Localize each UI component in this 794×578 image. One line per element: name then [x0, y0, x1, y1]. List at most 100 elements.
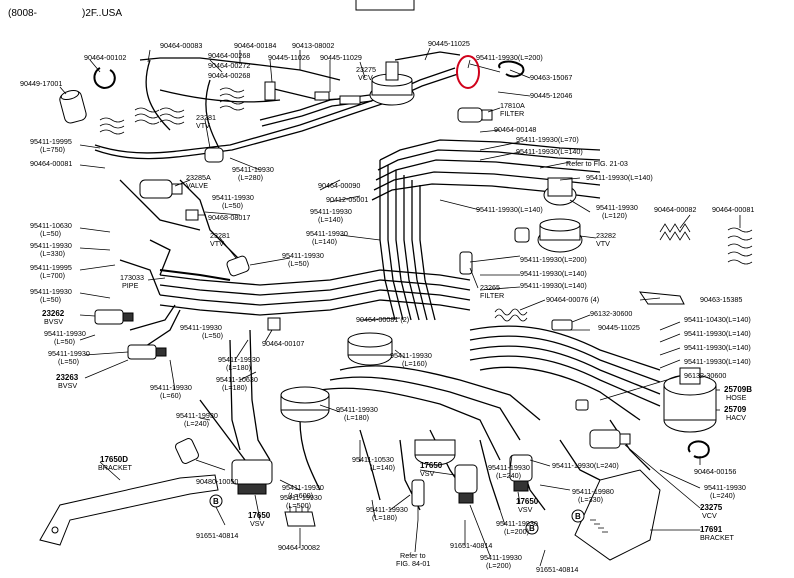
ref-marker-b-bottom-text: B: [529, 524, 535, 533]
callout-label: (L=50): [40, 295, 61, 304]
callout-label: FILTER: [500, 109, 524, 118]
callout-label: 90464-00107: [262, 339, 304, 348]
callout-label: 90463-15385: [700, 295, 742, 304]
callout-label: BVSV: [58, 381, 77, 390]
highlight-circle: [456, 55, 480, 89]
vcv-23275-lower: [589, 429, 631, 449]
bvsv-23263: [127, 344, 167, 360]
callout-label: 95411-19930: [280, 493, 322, 502]
callout-label: (L=330): [40, 249, 65, 258]
vtv-23281-upper: [204, 147, 224, 163]
callout-label: VTV: [210, 239, 224, 248]
callout-label: 90464-00083: [160, 41, 202, 50]
callout-label: 25709B: [724, 385, 752, 394]
callout-label: FILTER: [480, 291, 504, 300]
diaphragm-lower-center: [414, 439, 456, 466]
bracket-17650d: [39, 474, 219, 546]
callout-label: (L=240): [710, 491, 735, 500]
callout-label: (L=240): [184, 419, 209, 428]
callout-label: Refer to FIG. 21-03: [566, 159, 628, 168]
callout-label: (L=750): [40, 145, 65, 154]
callout-label: (L=50): [222, 201, 243, 210]
callout-label: 17650D: [100, 455, 128, 464]
ref-marker-b-center: [571, 509, 585, 523]
callout-label: 96132-30600: [684, 371, 726, 380]
components: [39, 60, 753, 561]
callout-label: (L=700): [40, 271, 65, 280]
callout-label: 17650: [420, 461, 443, 470]
header: (8008- )2F..USA: [8, 0, 415, 19]
callout-label: 23281: [210, 231, 230, 240]
callout-label: 95411-19930(L=140): [476, 205, 543, 214]
callout-label: 90445-11029: [320, 53, 362, 62]
callout-label: (L=140): [318, 215, 343, 224]
callout-label: BVSV: [44, 317, 63, 326]
callout-label: 90464-00081 (2): [356, 315, 409, 324]
hose-segment-90449: [59, 89, 87, 124]
callout-label: VALVE: [186, 181, 208, 190]
callout-label: 95411-19930: [44, 329, 86, 338]
connector-96132-upper: [551, 319, 573, 331]
callout-label: 95411-19930(L=140): [684, 357, 751, 366]
callout-label: (L=50): [54, 337, 75, 346]
connector-strip-90464-j0082: [284, 506, 316, 527]
callout-label: 95411-19930(L=200): [476, 53, 543, 62]
vtv-small-right: [514, 227, 530, 243]
callout-label: (L=160): [402, 359, 427, 368]
callout-label: (L=50): [58, 357, 79, 366]
vtv-23282: [537, 218, 583, 253]
callout-label: (L=120): [602, 211, 627, 220]
diaphragm-center-right: [347, 332, 393, 366]
clips-right-top: [659, 223, 753, 265]
callout-label: 90464-00156: [694, 467, 736, 476]
callout-label: 90464-00081: [712, 205, 754, 214]
ref-marker-b-center-text: B: [575, 512, 581, 521]
callout-label: 90464-00082: [654, 205, 696, 214]
callout-label: 90464-00268: [208, 51, 250, 60]
callout-label: VCV: [702, 511, 717, 520]
callout-label: 17650: [516, 497, 539, 506]
callout-label: 17691: [700, 525, 723, 534]
callout-label: (L=280): [238, 173, 263, 182]
callout-label: 95411-19930: [212, 193, 254, 202]
callout-label: VSV: [420, 469, 435, 478]
callout-label: 23275: [356, 65, 376, 74]
callout-label: 95411-19995: [30, 137, 72, 146]
callout-label: 95411-19930(L=70): [516, 135, 579, 144]
callout-label: 173033: [120, 273, 144, 282]
callout-label: 95411-10630: [216, 375, 258, 384]
callout-label: 95411-19930: [596, 203, 638, 212]
callout-label: 95411-19980: [572, 487, 614, 496]
leader-lines: [59, 47, 741, 567]
callout-label: 95411-19930(L=140): [684, 329, 751, 338]
callout-label: 91651-40814: [536, 565, 578, 574]
callout-label: 95411-19930(L=200): [520, 255, 587, 264]
callout-label: (L=180): [344, 413, 369, 422]
clip-90463-15385: [638, 291, 685, 305]
callout-label: (L=50): [40, 229, 61, 238]
callout-label: VTV: [596, 239, 610, 248]
callout-label: 95411-10530: [352, 455, 394, 464]
callout-label: 96132-30600: [590, 309, 632, 318]
ref-marker-b-left-text: B: [213, 497, 219, 506]
callout-labels: 90464-00083 90464-00184 90413-08002 9044…: [20, 39, 754, 574]
callout-label: 91651-40814: [196, 531, 238, 540]
hacv-25709: [663, 367, 717, 433]
callout-label: (L=180): [372, 513, 397, 522]
callout-label: VCV: [358, 73, 373, 82]
callout-label: 90464-00268: [208, 71, 250, 80]
clamp-90463-15067: [469, 60, 525, 78]
callout-label: BRACKET: [98, 463, 133, 472]
callout-label: 90449-17001: [20, 79, 62, 88]
callout-label: 90464-00076 (4): [546, 295, 599, 304]
callout-label: 95411-19930(L=140): [684, 343, 751, 352]
callout-label: (L=240): [496, 471, 521, 480]
vsv-17650-left: [231, 459, 273, 495]
ref-marker-b-left: [209, 494, 223, 508]
diaphragm-right-upper: [543, 177, 577, 206]
callout-label: 90464-00148: [494, 125, 536, 134]
vsv-17650-center: [454, 464, 478, 504]
callout-label: 90464-00184: [234, 41, 276, 50]
callout-label: 90413-08002: [292, 41, 334, 50]
